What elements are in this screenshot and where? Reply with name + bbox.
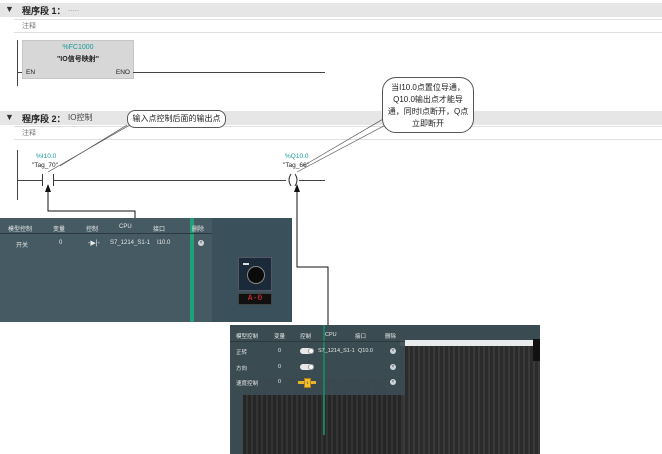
panel-1-header: 控制	[86, 227, 99, 233]
network-2-comment[interactable]: 注释	[14, 126, 662, 140]
panel-2-table	[230, 325, 405, 395]
network-1-header[interactable]: ▼ 程序段 1： .....	[0, 3, 662, 17]
delete-icon[interactable]: ×	[198, 240, 204, 246]
panel-2-header: 控制	[300, 334, 312, 340]
conveyor-end-cap	[533, 339, 540, 361]
row-var: 0	[278, 348, 282, 354]
conveyor-belt-model	[400, 345, 540, 454]
panel-1-header: CPU	[119, 224, 132, 230]
power-rail	[17, 150, 18, 200]
row-var: 0	[278, 379, 282, 385]
row-name: 方向	[236, 366, 248, 372]
row-var: 0	[278, 364, 282, 370]
panel-2-header: 接口	[355, 334, 367, 340]
conveyor-top-edge	[400, 340, 540, 346]
contact-address: %I10.0	[36, 153, 57, 160]
network-1-subtitle: .....	[68, 4, 80, 13]
switch-contact-icon[interactable]: -▶|-	[88, 240, 100, 247]
row-port: Q10.0	[358, 348, 373, 354]
panel-2-header: 删除	[385, 334, 397, 340]
power-rail	[17, 40, 18, 86]
panel-2-header: 变量	[274, 334, 286, 340]
network-1-title: 程序段 1：	[22, 6, 66, 16]
wire	[17, 72, 23, 73]
switch-indicator	[243, 263, 249, 265]
switch-knob	[247, 266, 265, 284]
row-cpu: S7_1214_S1-1	[318, 348, 355, 354]
panel-1-accent-stripe	[190, 218, 194, 322]
panel-1-header: 接口	[153, 227, 166, 233]
fc-address: %FC1000	[62, 44, 94, 51]
row-var: 0	[59, 240, 63, 246]
row-name: 速度控制	[236, 381, 259, 387]
delete-icon[interactable]: ×	[390, 364, 396, 370]
panel-2-header: 模型控制	[236, 334, 259, 340]
fc-en-pin: EN	[26, 69, 36, 76]
panel-2-accent-stripe	[323, 325, 325, 435]
network-2-title: 程序段 2：	[22, 114, 66, 124]
output-coil-icon[interactable]	[286, 173, 300, 187]
fc-title: "IO信号映射"	[56, 56, 100, 63]
forward-toggle[interactable]	[300, 348, 314, 354]
panel-1-header: 模型控制	[8, 227, 33, 233]
panel-1-header: 变量	[53, 227, 66, 233]
network-2-subtitle: IO控制	[68, 113, 93, 122]
panel-1-sidebar	[0, 218, 212, 322]
delete-icon[interactable]: ×	[390, 379, 396, 385]
panel-1-header: 删除	[192, 227, 205, 233]
function-block-fc1000[interactable]: %FC1000 "IO信号映射" EN ENO	[22, 40, 134, 79]
wire	[299, 180, 325, 181]
collapse-arrow-icon[interactable]: ▼	[5, 112, 14, 122]
contact-tag: "Tag_70"	[32, 162, 58, 169]
wire	[133, 72, 325, 73]
collapse-arrow-icon[interactable]: ▼	[5, 4, 14, 14]
rotary-switch-icon[interactable]	[238, 257, 272, 291]
fc-eno-pin: ENO	[115, 69, 130, 76]
row-name: 正转	[236, 350, 248, 356]
table-divider	[0, 233, 212, 234]
speed-slider-handle[interactable]: 1	[304, 378, 311, 388]
row-port: I10.0	[157, 240, 171, 246]
callout-contact-explanation: 当I10.0点置位导通，Q10.0输出点才能导通，同时I点断开，Q点立即断开	[382, 77, 474, 133]
coil-address: %Q10.0	[285, 153, 309, 160]
row-name: 开关	[16, 243, 29, 249]
direction-toggle[interactable]	[300, 364, 314, 370]
panel-2-header: CPU	[325, 332, 337, 338]
delete-icon[interactable]: ×	[390, 348, 396, 354]
switch-display: A-0	[238, 293, 272, 305]
coil-tag: "Tag_66"	[283, 162, 309, 169]
wire	[53, 180, 286, 181]
network-1-comment[interactable]: 注释	[14, 19, 662, 33]
callout-input-controls-output: 输入点控制后面的输出点	[127, 110, 226, 128]
row-cpu: S7_1214_S1-1	[110, 240, 151, 246]
wire	[17, 180, 42, 181]
table-divider	[230, 341, 405, 342]
